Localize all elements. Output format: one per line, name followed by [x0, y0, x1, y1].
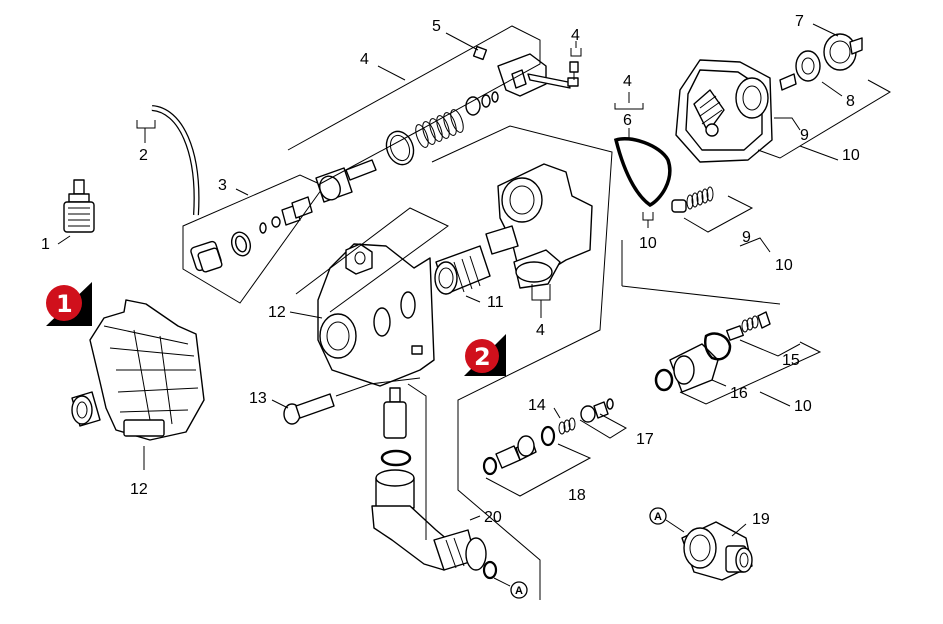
callout-18: 18 [568, 487, 586, 504]
oring-6 [613, 137, 672, 208]
connector-a-bottom-label: A [515, 585, 523, 597]
callout-4-manifold: 4 [536, 322, 545, 339]
adapter-19 [681, 521, 753, 581]
callout-11: 11 [487, 294, 504, 311]
connector-11 [434, 245, 491, 295]
callout-10-right: 10 [794, 398, 812, 415]
callout-12-center: 12 [268, 304, 286, 321]
connector-a-right-label: A [654, 511, 662, 523]
unloader-18 [482, 398, 614, 476]
valve-assembly-4 [315, 45, 579, 203]
manifold-body [485, 163, 593, 289]
callout-1: 1 [41, 236, 50, 253]
check-valve-parts [779, 33, 863, 91]
callout-14: 14 [528, 397, 546, 414]
check-valve-16 [654, 311, 771, 393]
bolt-13 [283, 393, 335, 425]
connector-a-bottom: A [510, 581, 528, 599]
callout-9-top: 9 [800, 127, 809, 144]
spring-icon [415, 109, 464, 148]
callout-16: 16 [730, 385, 748, 402]
callout-10-mid: 10 [775, 257, 793, 274]
pump-housing-12-left [71, 299, 205, 441]
callout-6: 6 [623, 112, 632, 129]
callout-10-top: 10 [842, 147, 860, 164]
callout-3: 3 [218, 177, 227, 194]
callout-12-left: 12 [130, 481, 148, 498]
callout-4-screw: 4 [571, 27, 580, 44]
callout-10-oring: 10 [639, 235, 657, 252]
badge-1: 1 [46, 282, 92, 326]
callout-13: 13 [249, 390, 267, 407]
callout-17: 17 [636, 431, 654, 448]
callout-7: 7 [795, 13, 804, 30]
hose-assembly [63, 105, 200, 233]
valve-kit-3 [190, 196, 313, 273]
callout-4-top: 4 [360, 51, 369, 68]
badge-1-number: 1 [56, 290, 73, 318]
badge-2: 2 [464, 334, 506, 376]
small-valve-9 [671, 186, 714, 213]
badge-2-number: 2 [474, 343, 491, 371]
cylinder-head [675, 59, 773, 163]
pump-housing-12 [317, 243, 435, 387]
outlet-elbow-20 [371, 387, 498, 580]
callout-9-mid: 9 [742, 229, 751, 246]
connector-a-right: A [649, 507, 667, 525]
callout-4-oring: 4 [623, 73, 632, 90]
callout-8: 8 [846, 93, 855, 110]
callout-15: 15 [782, 352, 800, 369]
callout-2: 2 [139, 147, 148, 164]
callout-20: 20 [484, 509, 502, 526]
callout-5: 5 [432, 18, 441, 35]
callout-19: 19 [752, 511, 770, 528]
